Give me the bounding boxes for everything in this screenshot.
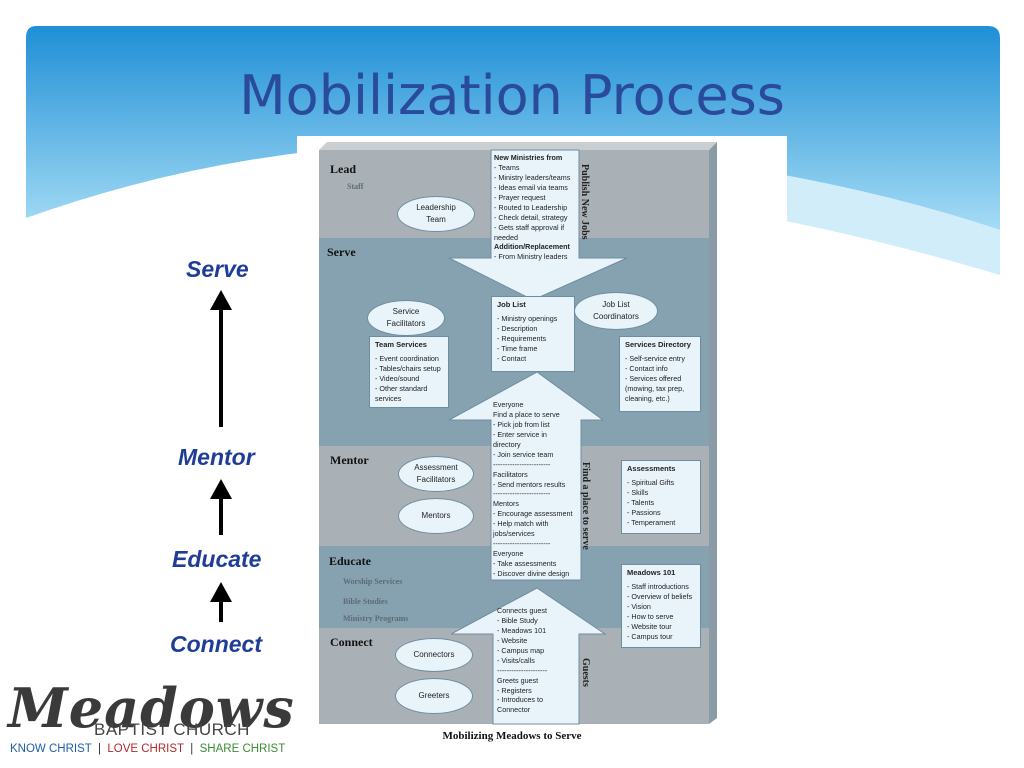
job-list-item: - Time frame	[497, 344, 538, 354]
logo-tagline: KNOW CHRIST | LOVE CHRIST | SHARE CHRIST	[10, 743, 285, 755]
team-services-item: - Event coordination	[375, 354, 439, 364]
new-ministries-item: - Teams	[494, 162, 520, 172]
arrow-up-icon	[210, 479, 232, 499]
band-label-connect: Connect	[330, 635, 373, 649]
slide-title: Mobilization Process	[239, 64, 785, 127]
assessments-box: Assessments - Spiritual Gifts - Skills -…	[621, 460, 701, 534]
ladder-serve: Serve	[186, 256, 249, 282]
arrow-up-icon	[210, 290, 232, 310]
services-directory-box: Services Directory - Self-service entry …	[619, 336, 701, 412]
tagline-know: KNOW CHRIST	[10, 743, 92, 755]
services-directory-item: - Services offered (mowing, tax prep, cl…	[625, 374, 685, 404]
vertical-label-publish: Publish New Jobs	[579, 164, 590, 240]
new-ministries-title: New Ministries from	[494, 153, 563, 162]
new-ministries-item: - From Ministry leaders	[494, 252, 568, 262]
band-sub-bible-studies: Bible Studies	[343, 597, 388, 606]
tagline-sep: |	[91, 743, 108, 755]
addition-replacement-title: Addition/Replacement	[494, 242, 570, 252]
band-sub-staff: Staff	[347, 182, 364, 191]
band-label-mentor: Mentor	[330, 453, 369, 467]
ladder-educate: Educate	[172, 546, 262, 572]
team-services-item: - Tables/chairs setup	[375, 364, 441, 374]
new-ministries-item: - Ministry leaders/teams	[494, 172, 571, 182]
band-sub-worship: Worship Services	[343, 577, 403, 586]
oval-greeters: Greeters	[395, 678, 473, 714]
meadows101-item: - How to serve	[627, 612, 674, 622]
band-label-educate: Educate	[329, 554, 371, 568]
connects-guest-text: Connects guest - Bible Study - Meadows 1…	[497, 606, 548, 715]
team-services-item: - Other standard services	[375, 384, 428, 404]
meadows101-item: - Website tour	[627, 622, 672, 632]
meadows101-title: Meadows 101	[627, 568, 676, 577]
oval-assessment-facilitators: Assessment Facilitators	[398, 456, 474, 492]
tagline-sep: |	[183, 743, 200, 755]
assessments-item: - Temperament	[627, 518, 676, 528]
oval-mentors: Mentors	[398, 498, 474, 534]
assessments-item: - Talents	[627, 498, 655, 508]
arrow-shaft	[219, 497, 223, 535]
new-ministries-item: - Routed to Leadership	[494, 202, 568, 212]
tagline-love: LOVE CHRIST	[107, 743, 184, 755]
oval-leadership-team: Leadership Team	[397, 196, 475, 232]
band-label-lead: Lead	[330, 162, 357, 176]
church-logo: Meadows BAPTIST CHURCH KNOW CHRIST | LOV…	[8, 676, 294, 760]
oval-connectors: Connectors	[395, 638, 473, 672]
services-directory-item: - Contact info	[625, 364, 668, 374]
team-services-box: Team Services - Event coordination - Tab…	[369, 336, 449, 408]
mobilization-diagram: Lead Staff Serve Mentor Educate Worship …	[297, 136, 787, 748]
new-ministries-item: - Check detail, strategy	[494, 212, 568, 222]
team-services-item: - Video/sound	[375, 374, 420, 384]
tagline-share: SHARE CHRIST	[199, 743, 286, 755]
diagram-caption: Mobilizing Meadows to Serve	[442, 730, 582, 742]
new-ministries-item: - Prayer request	[494, 192, 546, 202]
arrow-shaft	[219, 309, 223, 427]
meadows101-item: - Campus tour	[627, 632, 673, 642]
job-list-item: - Ministry openings	[497, 314, 558, 324]
logo-name: Meadows	[8, 676, 295, 740]
meadows101-item: - Vision	[627, 602, 651, 612]
oval-service-facilitators: Service Facilitators	[367, 300, 445, 336]
assessments-item: - Passions	[627, 508, 661, 518]
vertical-label-guests: Guests	[580, 658, 591, 687]
job-list-item: - Contact	[497, 354, 527, 364]
band-label-serve: Serve	[327, 245, 356, 259]
assessments-item: - Spiritual Gifts	[627, 478, 675, 488]
meadows101-box: Meadows 101 - Staff introductions - Over…	[621, 564, 701, 648]
find-place-text: Everyone Find a place to serve - Pick jo…	[493, 400, 573, 578]
assessments-title: Assessments	[627, 464, 676, 473]
meadows101-item: - Overview of beliefs	[627, 592, 693, 602]
new-ministries-box: New Ministries from - Teams - Ministry l…	[491, 150, 579, 265]
arrow-shaft	[219, 600, 223, 622]
arrow-up-icon	[210, 582, 232, 602]
meadows101-item: - Staff introductions	[627, 582, 689, 592]
new-ministries-item: - Ideas email via teams	[494, 182, 568, 192]
services-directory-item: - Self-service entry	[625, 354, 685, 364]
job-list-item: - Description	[497, 324, 538, 334]
job-list-box: Job List - Ministry openings - Descripti…	[491, 296, 575, 372]
band-sub-ministry-programs: Ministry Programs	[343, 614, 409, 623]
oval-job-list-coordinators: Job List Coordinators	[574, 292, 658, 330]
job-list-title: Job List	[497, 300, 526, 309]
services-directory-title: Services Directory	[625, 340, 691, 349]
logo-subtitle: BAPTIST CHURCH	[94, 720, 250, 739]
team-services-title: Team Services	[375, 340, 427, 349]
assessments-item: - Skills	[627, 488, 649, 498]
ladder-connect: Connect	[170, 631, 262, 657]
new-ministries-item: - Gets staff approval if needed	[494, 222, 565, 242]
job-list-item: - Requirements	[497, 334, 547, 344]
ladder-mentor: Mentor	[178, 444, 255, 470]
vertical-label-find: Find a place to serve	[580, 462, 591, 550]
